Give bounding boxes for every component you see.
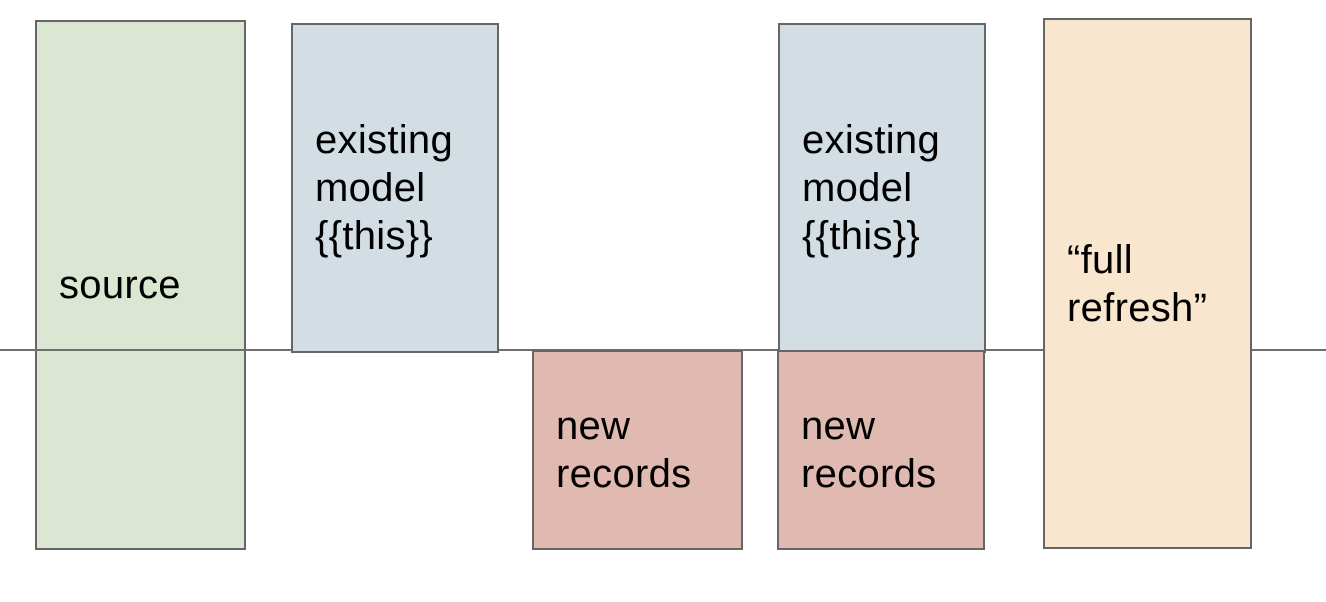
box-full-refresh: “full refresh” [1043, 18, 1252, 549]
box-label-line: source [59, 263, 181, 307]
box-label-line: {{this}} [802, 214, 921, 258]
box-label-line: new [556, 404, 631, 448]
box-new-records-right: new records [777, 350, 985, 550]
box-source: source [35, 20, 246, 550]
box-existing-model-right: existing model {{this}} [778, 23, 986, 353]
box-new-records-left: new records [532, 350, 743, 550]
box-label-line: existing [315, 118, 454, 162]
box-label-line: {{this}} [315, 214, 434, 258]
box-label-line: new [801, 404, 876, 448]
box-label-line: records [801, 452, 937, 496]
box-label-line: model [315, 166, 426, 210]
box-existing-model-left: existing model {{this}} [291, 23, 499, 353]
box-label-line: “full [1067, 237, 1133, 282]
box-label-line: existing [802, 118, 941, 162]
box-label-line: model [802, 166, 913, 210]
box-label-line: refresh” [1067, 285, 1208, 330]
box-label-line: records [556, 452, 692, 496]
